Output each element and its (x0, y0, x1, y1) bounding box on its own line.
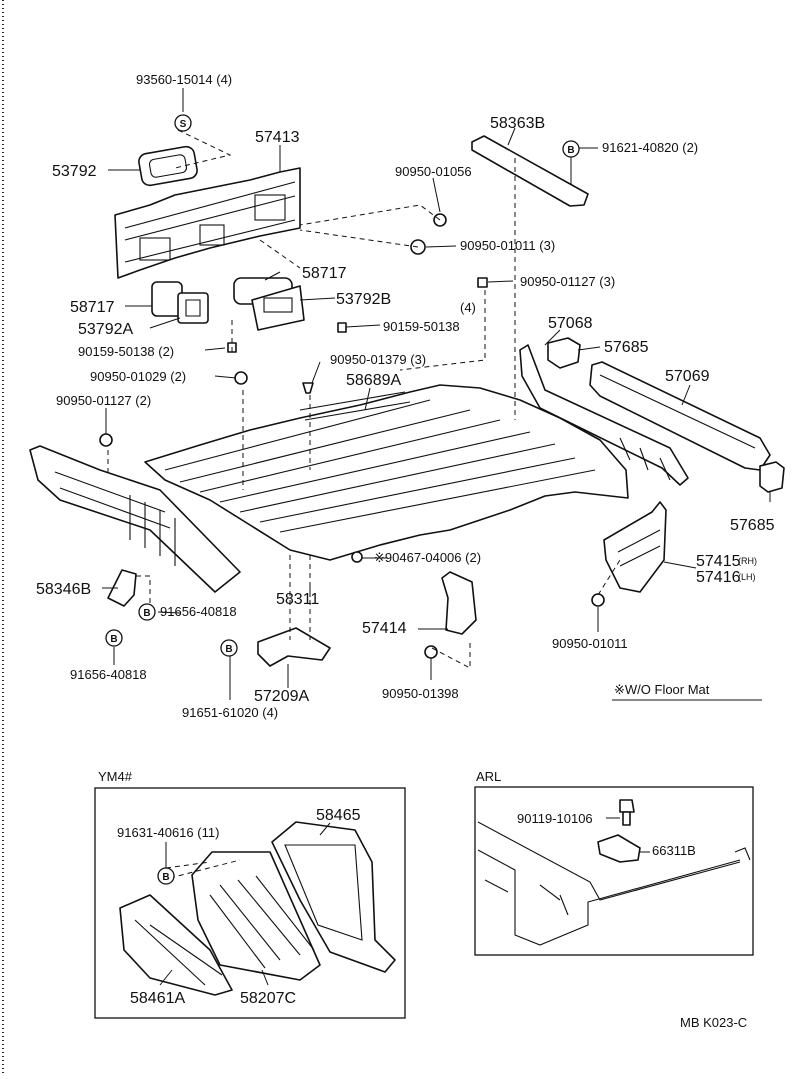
cross-member-58363B (471, 135, 589, 207)
label-58207C: 58207C (240, 990, 296, 1007)
label-53792: 53792 (52, 163, 97, 180)
label-58717-left: 58717 (70, 299, 115, 316)
bracket-66311B (597, 834, 641, 863)
pad-58461A (119, 894, 233, 996)
label-90950-01379: 90950-01379 (3) (330, 352, 426, 367)
label-58461A: 58461A (130, 990, 185, 1007)
label-90950-01011-top: 90950-01011 (3) (460, 238, 555, 253)
left-side-member (29, 445, 241, 593)
grommet-53792 (138, 145, 198, 187)
label-90950-01398: 90950-01398 (382, 686, 459, 701)
svg-text:B: B (110, 634, 117, 645)
label-53792A: 53792A (78, 321, 133, 338)
floor-pan-58311 (144, 384, 629, 561)
label-note: ※W/O Floor Mat (614, 682, 710, 697)
label-90950-01127-left: 90950-01127 (2) (56, 393, 151, 408)
label-57415: 57415 (696, 553, 741, 570)
rail-57068 (519, 344, 689, 486)
rear-panel-57413 (114, 167, 301, 279)
label-57416: 57416 (696, 569, 741, 586)
label-57685-bottom: 57685 (730, 517, 775, 534)
footer-code: MB K023-C (680, 1015, 747, 1030)
label-91631: 91631-40616 (11) (117, 825, 219, 840)
inset-arl: ARL 90119-10106 66311B (474, 769, 754, 956)
plate-53792B (251, 285, 305, 331)
symbol-S-93560: S (174, 114, 192, 132)
label-93560: 93560-15014 (4) (136, 72, 232, 87)
svg-text:B: B (143, 608, 150, 619)
symbol-B-91651: B (220, 639, 238, 657)
label-90950-01011-bottom: 90950-01011 (552, 636, 628, 651)
label-57416-lh: (LH) (738, 572, 756, 582)
label-91621: 91621-40820 (2) (602, 140, 698, 155)
label-90950-01127-right: 90950-01127 (3) (520, 274, 615, 289)
label-57685-top: 57685 (604, 339, 649, 356)
label-57068: 57068 (548, 315, 593, 332)
label-58346B: 58346B (36, 581, 91, 598)
clip-57685-upper (547, 337, 581, 369)
symbol-B-91631 (157, 867, 175, 885)
label-90159-right: 90159-50138 (383, 319, 460, 334)
label-58717-right: 58717 (302, 265, 347, 282)
label-57414: 57414 (362, 620, 407, 637)
label-58689A: 58689A (346, 372, 401, 389)
label-90159-left: 90159-50138 (2) (78, 344, 174, 359)
bolt-90119 (619, 799, 635, 813)
symbol-B-91656a: B (138, 603, 156, 621)
label-53792B: 53792B (336, 291, 391, 308)
frame-58465 (271, 821, 396, 973)
label-57069: 57069 (665, 368, 710, 385)
bracket-57414 (441, 571, 477, 635)
svg-text:B: B (567, 145, 574, 156)
svg-text:S: S (180, 119, 187, 130)
bracket-58346B (107, 569, 137, 607)
svg-text:B: B (225, 644, 232, 655)
label-58311: 58311 (276, 591, 319, 608)
label-57209A: 57209A (254, 688, 309, 705)
ym4-frame (94, 787, 406, 1019)
label-90950-01056: 90950-01056 (395, 164, 472, 179)
arl-title: ARL (476, 769, 501, 784)
ym4-title: YM4# (98, 769, 133, 784)
leader-lines (102, 88, 771, 700)
inset-ym4: YM4# 91631-40616 (11) 58465 58461A 58207… (94, 769, 406, 1019)
label-58363B: 58363B (490, 115, 545, 132)
label-90467: ※90467-04006 (2) (374, 550, 481, 565)
clip-57685-lower (759, 461, 785, 493)
label-91656-bottom: 91656-40818 (70, 667, 147, 682)
fasteners (99, 213, 605, 659)
label-qty-4: (4) (460, 300, 476, 315)
plate-53792A (177, 292, 209, 324)
label-91656-right: 91656-40818 (160, 604, 237, 619)
label-90950-01029: 90950-01029 (2) (90, 369, 186, 384)
guide-lines (107, 129, 621, 669)
label-91651: 91651-61020 (4) (182, 705, 278, 720)
cover-58207C (191, 851, 321, 981)
label-90119: 90119-10106 (517, 811, 593, 826)
label-57415-rh: (RH) (738, 556, 757, 566)
bracket-57209A (257, 627, 331, 667)
symbol-B-91656b: B (105, 629, 123, 647)
label-57413: 57413 (255, 129, 300, 146)
bracket-57415-57416 (603, 501, 667, 593)
label-58465: 58465 (316, 807, 361, 824)
label-66311B: 66311B (652, 843, 696, 858)
arl-frame (474, 786, 754, 956)
main-labels: 93560-15014 (4) 57413 53792 58717 53792A… (36, 72, 775, 720)
symbol-B-91621: B (562, 140, 580, 158)
svg-text:B: B (162, 872, 169, 883)
